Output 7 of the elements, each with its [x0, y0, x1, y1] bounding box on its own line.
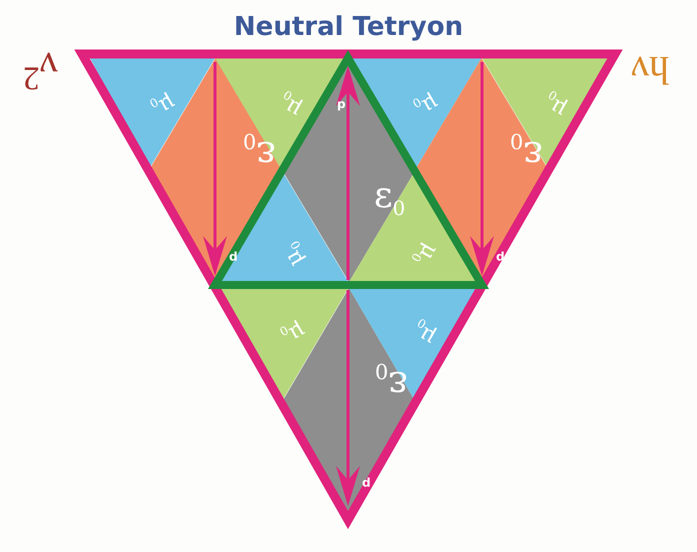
symbol-label: hν	[631, 50, 670, 90]
diagram-title: Neutral Tetryon	[232, 12, 464, 42]
symbol-label: ε$_{0}$	[374, 178, 406, 219]
particle-label: p	[362, 478, 371, 490]
particle-label: p	[496, 252, 505, 264]
particle-label: p	[337, 98, 346, 110]
particle-label: p	[229, 252, 238, 264]
